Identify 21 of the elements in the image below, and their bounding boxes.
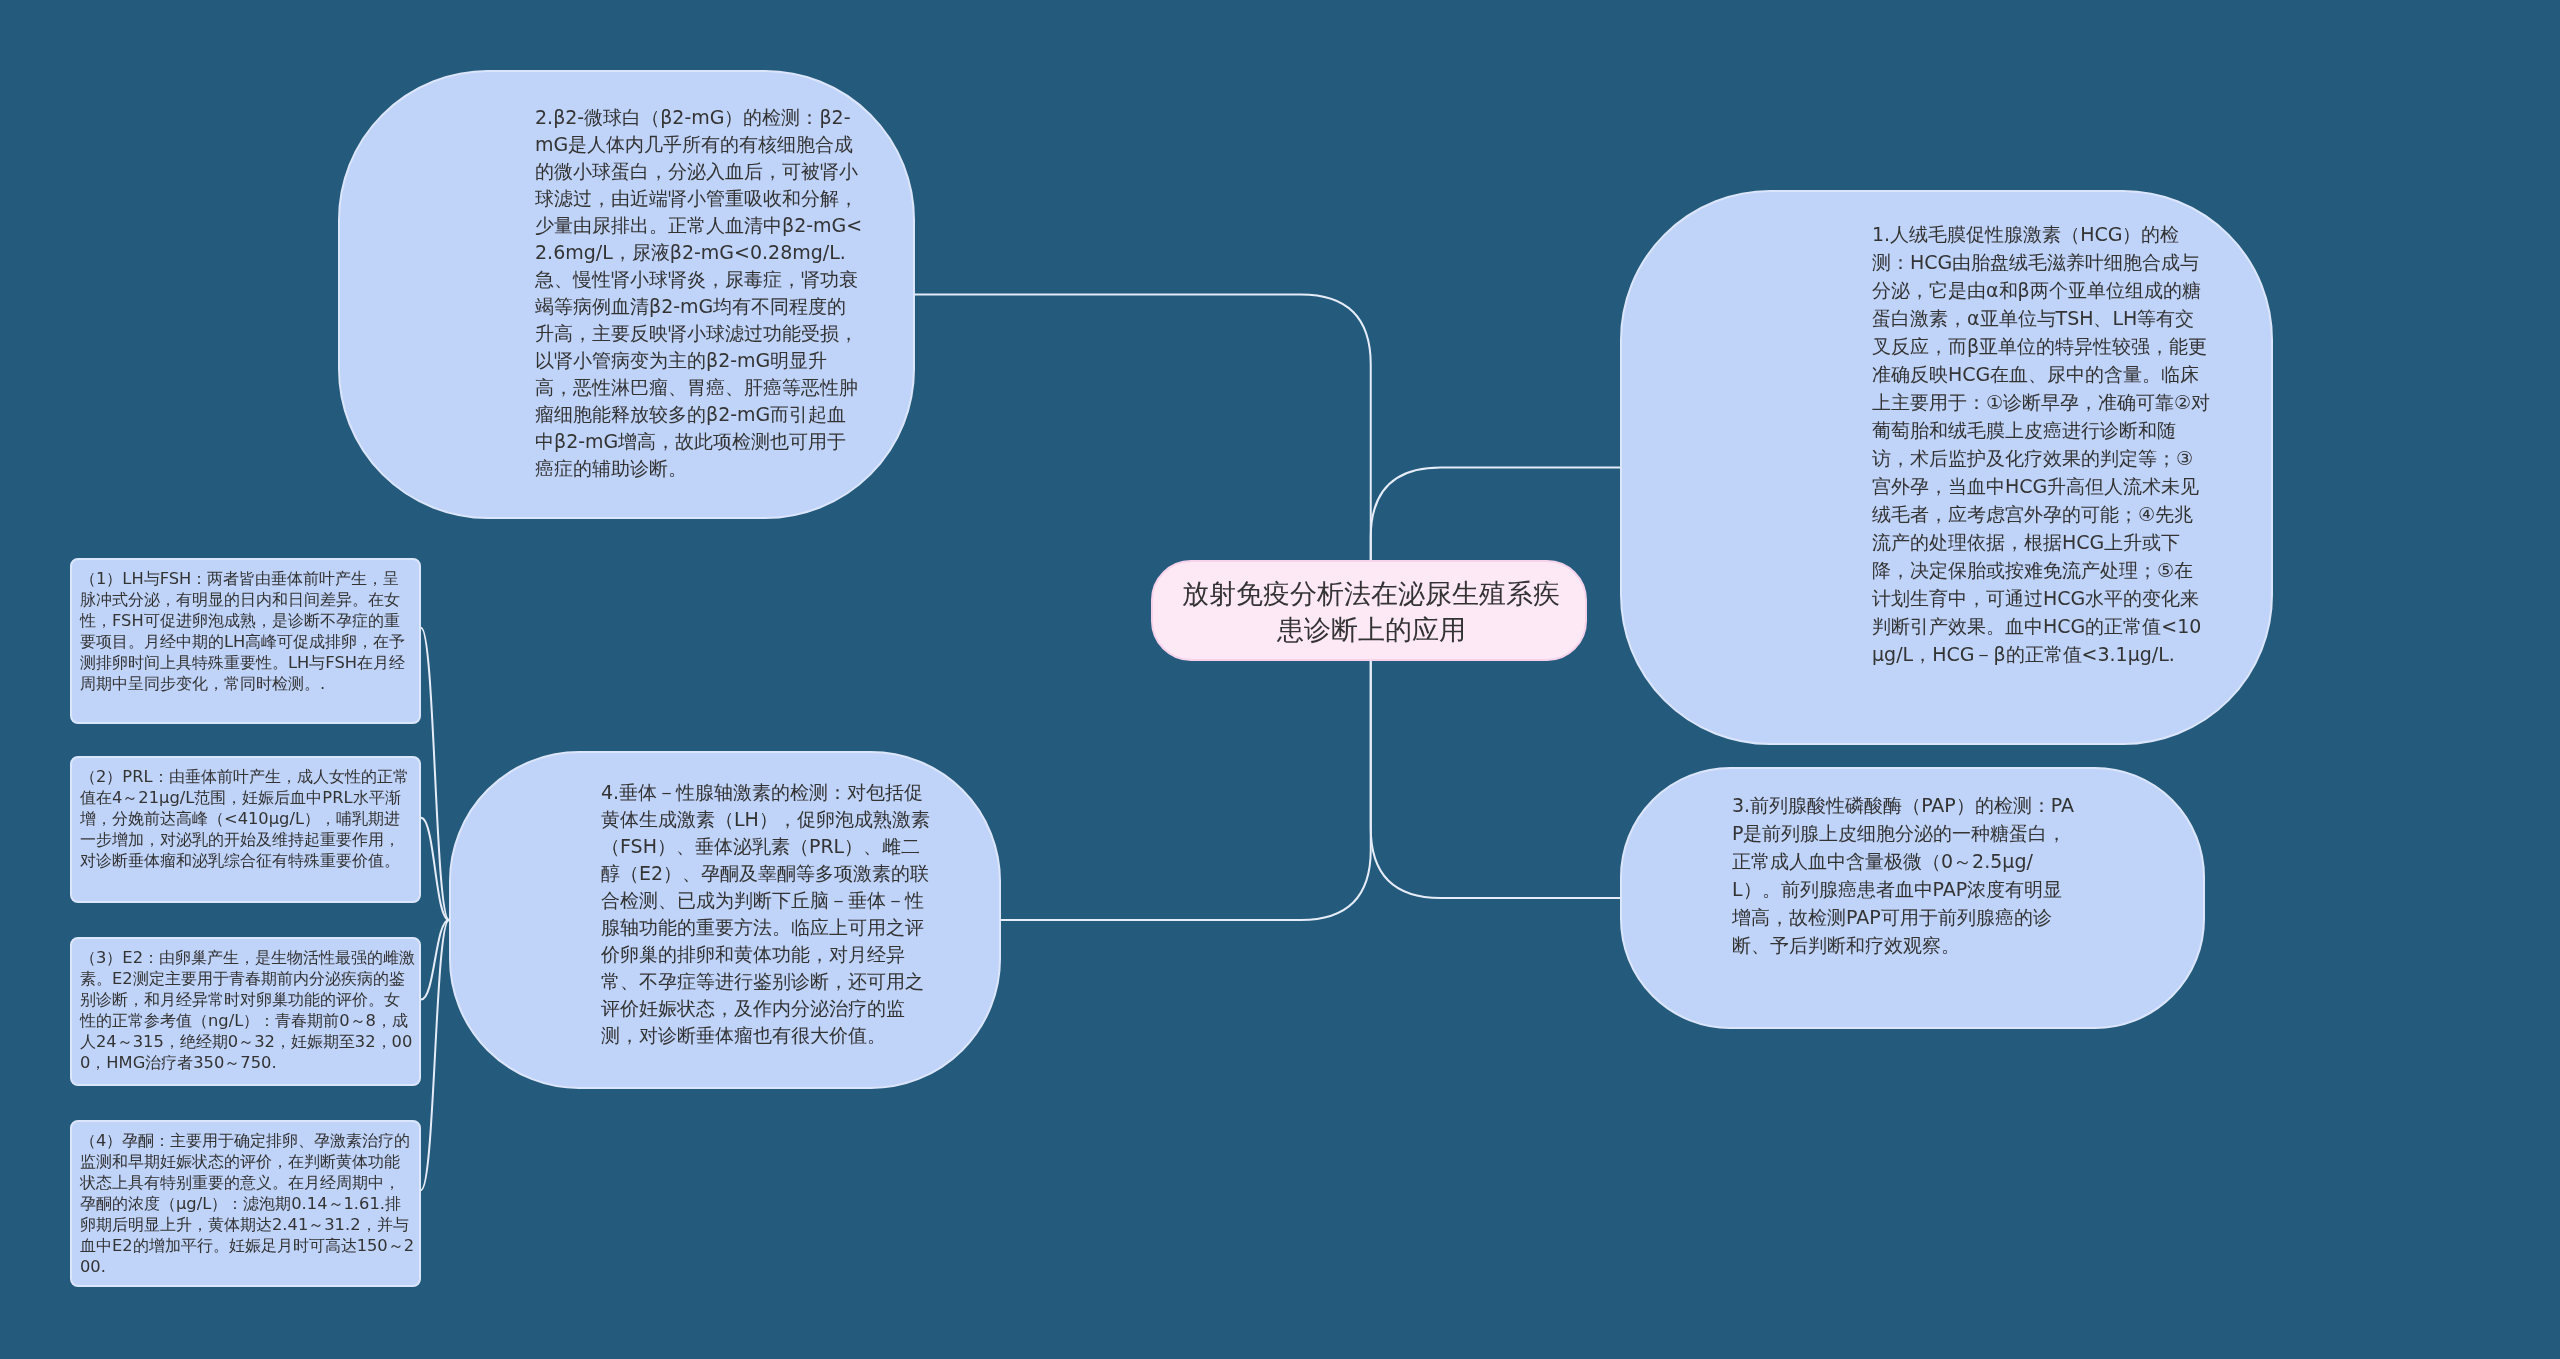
connector-line [420, 626, 450, 921]
topic-text: 1.人绒毛膜促性腺激素（HCG）的检测：HCG由胎盘绒毛滋养叶细胞合成与分泌，它是由α和β两个亚单位组成的糖蛋白激素，α亚单位与TSH、LH等有交叉反应，而β亚单位的特异性较强，能更准确反映HCG在血、尿中的含量。临床上主要用于：①诊断早孕，准确可靠②对葡萄胎和绒毛膜上皮癌进行诊断和随访，术后监护及化疗效果的判定等；③宫外孕，当血中HCG升高但人流术未见绒毛者，应考虑宫外孕的可能；④先兆流产的处理依据，根据HCG上升或下降，决定保胎或按难免流产处理；⑤在计划生育中，可通过HCG水平的变化来判断引产效果。血中HCG的正常值<10μg/L，HCG－β的正常值<3.1μg/L. [1872, 222, 2212, 667]
subtopic-box [70, 558, 421, 724]
topic-text: 3.前列腺酸性磷酸酶（PAP）的检测：PAP是前列腺上皮细胞分泌的一种糖蛋白，正常成人血中含量极微（0～2.5μg/L）。前列腺癌患者血中PAP浓度有明显增高，故检测PAP可用于前列腺癌的诊断、予后判断和疗效观察。 [1732, 793, 2076, 958]
topic-text: 2.β2-微球白（β2-mG）的检测：β2-mG是人体内几乎所有的有核细胞合成的微小球蛋白，分泌入血后，可被肾小球滤过，由近端肾小管重吸收和分解，少量由尿排出。正常人血清中β2-mG<2.6mg/L，尿液β2-mG<0.28mg/L.急、慢性肾小球肾炎，尿毒症，肾功衰竭等病例血清β2-mG均有不同程度的升高，主要反映肾小球滤过功能受损，以肾小管病变为主的β2-mG明显升高，恶性淋巴瘤、胃癌、肝癌等恶性肿瘤细胞能释放较多的β2-mG而引起血中β2-mG增高，故此项检测也可用于癌症的辅助诊断。 [535, 105, 864, 481]
topic-bubble [1620, 190, 2273, 745]
connector-line [914, 293, 1372, 561]
topic-title: 放射免疫分析法在泌尿生殖系疾患诊断上的应用 [1181, 577, 1561, 647]
connector-line [420, 919, 450, 1192]
topic-text: （1）LH与FSH：两者皆由垂体前叶产生，呈脉冲式分泌，有明显的日内和日间差异。在女性，FSH可促进卵泡成熟，是诊断不孕症的重要项目。月经中期的LH高峰可促成排卵，在予测排卵时间上具特殊重要性。LH与FSH在月经周期中呈同步变化，常同时检测。. [80, 568, 407, 694]
subtopic-box [70, 756, 421, 903]
connector-line [420, 919, 450, 1001]
subtopic-box [70, 1120, 421, 1287]
subtopic-box [70, 937, 421, 1086]
topic-text: （3）E2：由卵巢产生，是生物活性最强的雌激素。E2测定主要用于青春期前内分泌疾病的鉴别诊断，和月经异常时对卵巢功能的评价。女性的正常参考值（ng/L）：青春期前0～8，成人24～315，绝经期0～32，妊娠期至32，000，HMG治疗者350～750. [80, 947, 415, 1073]
connector-line [1000, 660, 1372, 921]
topic-text: 4.垂体－性腺轴激素的检测：对包括促黄体生成激素（LH），促卵泡成熟激素（FSH）、垂体泌乳素（PRL）、雌二醇（E2）、孕酮及睾酮等多项激素的联合检测、已成为判断下丘脑－垂体－性腺轴功能的重要方法。临应上可用之评价卵巢的排卵和黄体功能，对月经异常、不孕症等进行鉴别诊断，还可用之评价妊娠状态，及作内分泌治疗的监测，对诊断垂体瘤也有很大价值。 [601, 780, 931, 1048]
topic-text: （4）孕酮：主要用于确定排卵、孕激素治疗的监测和早期妊娠状态的评价，在判断黄体功能状态上具有特别重要的意义。在月经周期中，孕酮的浓度（μg/L）：滤泡期0.14～1.61.排卵期后明显上升，黄体期达2.41～31.2，并与血中E2的增加平行。妊娠足月时可高达150～200. [80, 1130, 415, 1277]
connector-line [420, 816, 450, 921]
topic-box [1151, 560, 1587, 661]
topic-text: （2）PRL：由垂体前叶产生，成人女性的正常值在4～21μg/L范围，妊娠后血中PRL水平渐增，分娩前达高峰（<410μg/L），哺乳期进一步增加，对泌乳的开始及维持起重要作用，对诊断垂体瘤和泌乳综合征有特殊重要价值。 [80, 766, 410, 871]
